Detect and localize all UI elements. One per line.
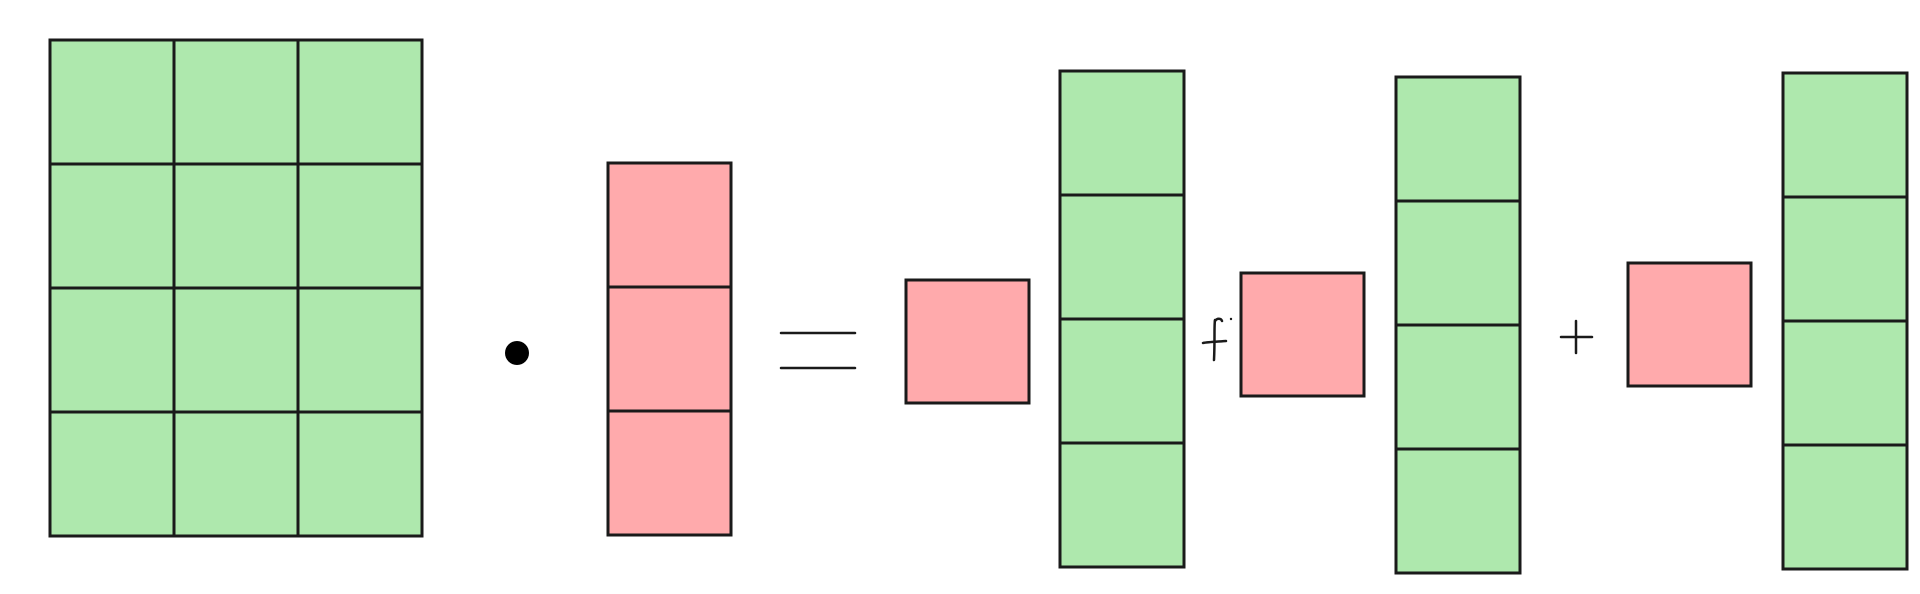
matrix-cell-r4-c1 (48, 410, 176, 538)
matrix-cell-r1-c1 (48, 38, 176, 166)
term2-column-cell-r3-c1 (1394, 323, 1522, 451)
term3-column-cell-r1-c1 (1781, 71, 1909, 199)
result-term-3 (1626, 71, 1909, 571)
term1-column-cell-r2-c1 (1058, 193, 1186, 321)
result-term-1 (904, 69, 1186, 569)
matrix-cell-r3-c2 (172, 286, 300, 414)
matrix-cell-r2-c3 (296, 162, 424, 290)
term2-column-cell-r1-c1 (1394, 75, 1522, 203)
result-term-2 (1239, 75, 1522, 575)
term2-scalar (1239, 271, 1366, 398)
term1-column-cell-r3-c1 (1058, 317, 1186, 445)
term2-column-cell-r4-c1 (1394, 447, 1522, 575)
matrix-cell-r3-c1 (48, 286, 176, 414)
plus-operator-1 (1201, 317, 1233, 362)
term2-column-cell-r2-c1 (1394, 199, 1522, 327)
equals-operator (779, 331, 857, 370)
term1-scalar (904, 278, 1031, 405)
matrix-cell-r4-c2 (172, 410, 300, 538)
term1-column-cell-r4-c1 (1058, 441, 1186, 569)
term3-column-cell-r2-c1 (1781, 195, 1909, 323)
term3-column-cell-r3-c1 (1781, 319, 1909, 447)
matrix-cell-r2-c1 (48, 162, 176, 290)
matrix-cell-r3-c3 (296, 286, 424, 414)
plus-operator-2 (1559, 319, 1594, 355)
vector-3x1 (606, 161, 733, 537)
vector-cell-r1-c1 (606, 161, 733, 289)
matrix-cell-r4-c3 (296, 410, 424, 538)
vector-cell-r3-c1 (606, 409, 733, 537)
term3-scalar (1626, 261, 1753, 388)
multiply-dot-operator (505, 341, 529, 365)
matrix-cell-r2-c2 (172, 162, 300, 290)
term3-column-cell-r4-c1 (1781, 443, 1909, 571)
matrix-cell-r1-c3 (296, 38, 424, 166)
vector-cell-r2-c1 (606, 285, 733, 413)
matrix-4x3 (48, 38, 424, 538)
term1-column-cell-r1-c1 (1058, 69, 1186, 197)
matrix-cell-r1-c2 (172, 38, 300, 166)
